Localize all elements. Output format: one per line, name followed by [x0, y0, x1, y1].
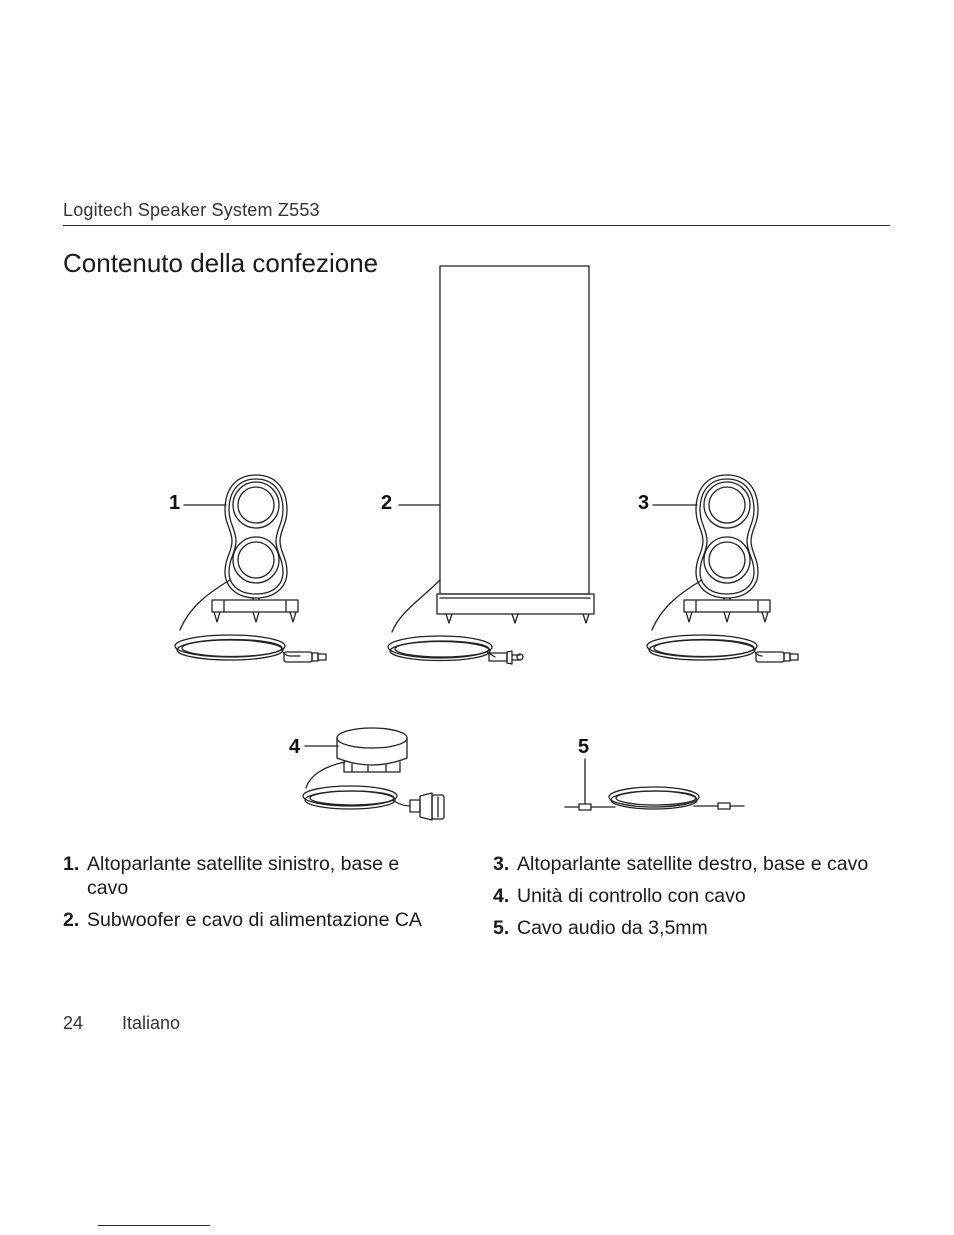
contents-list-right: 3. Altoparlante satellite destro, base e…: [493, 852, 893, 948]
list-item-text: Altoparlante satellite sinistro, base e …: [87, 853, 400, 899]
list-item: 2. Subwoofer e cavo di alimentazione CA: [63, 908, 443, 932]
page-title: Contenuto della confezione: [63, 248, 379, 279]
list-item: 1. Altoparlante satellite sinistro, base…: [63, 852, 443, 900]
callout-3: 3: [638, 492, 650, 514]
list-item: 4. Unità di controllo con cavo: [493, 884, 893, 908]
list-item-number: 1.: [63, 853, 80, 875]
list-item: 5. Cavo audio da 3,5mm: [493, 916, 893, 940]
right-satellite-speaker: [646, 474, 799, 663]
list-item-text: Cavo audio da 3,5mm: [517, 917, 708, 939]
footer-language: Italiano: [122, 1013, 181, 1033]
callout-2: 2: [381, 492, 393, 514]
list-item-number: 4.: [493, 885, 510, 907]
callout-1: 1: [169, 492, 181, 514]
footer-page-number: 24: [63, 1013, 84, 1033]
list-item-number: 3.: [493, 853, 510, 875]
callout-5: 5: [578, 736, 590, 758]
footer-divider: [98, 1225, 210, 1226]
list-item: 3. Altoparlante satellite destro, base e…: [493, 852, 893, 876]
header-divider: [63, 225, 890, 226]
list-item-text: Subwoofer e cavo di alimentazione CA: [87, 909, 422, 931]
callout-4: 4: [289, 736, 301, 758]
control-pod: [302, 727, 445, 821]
list-item-number: 5.: [493, 917, 510, 939]
list-item-number: 2.: [63, 909, 80, 931]
left-satellite-speaker: [174, 474, 327, 663]
list-item-text: Altoparlante satellite destro, base e ca…: [517, 853, 869, 875]
contents-list-left: 1. Altoparlante satellite sinistro, base…: [63, 852, 443, 940]
header-product-name: Logitech Speaker System Z553: [63, 200, 320, 220]
audio-cable-3-5mm: [564, 786, 745, 811]
list-item-text: Unità di controllo con cavo: [517, 885, 746, 907]
subwoofer: [387, 265, 595, 665]
